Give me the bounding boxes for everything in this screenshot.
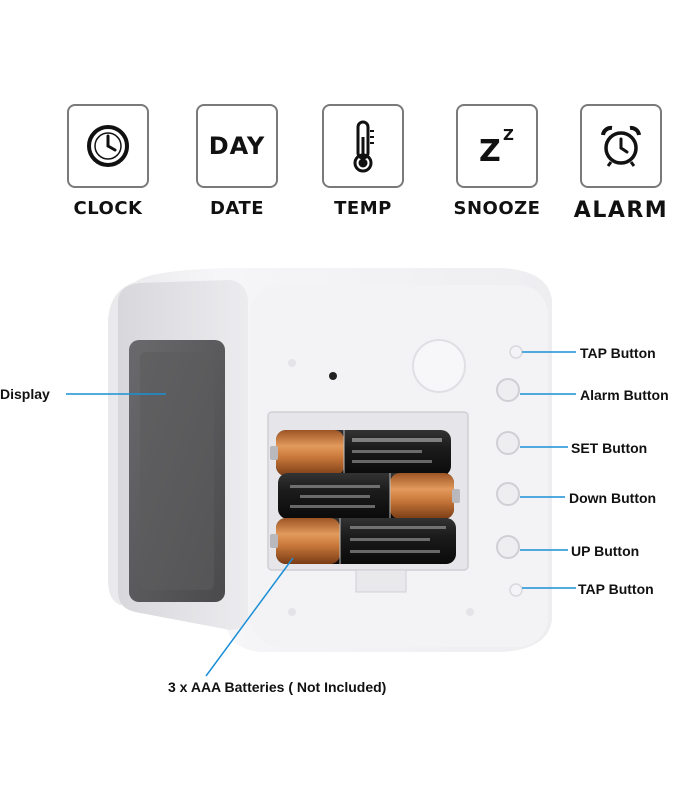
date-label: DATE [209,198,265,219]
tap-button-top-dot [509,345,523,359]
alarm-feature-box [580,104,662,188]
alarm-label: ALARM [573,198,669,223]
snooze-z-large: Z [479,134,501,169]
clock-icon [87,125,129,167]
tap-button-top-label: TAP Button [580,345,656,361]
snooze-icon: Z Z [477,126,517,169]
alarm-button-label: Alarm Button [580,387,669,403]
batteries-callout-label: 3 x AAA Batteries ( Not Included) [168,679,387,695]
battery-middle [278,473,460,519]
battery-bottom [270,518,456,564]
set-button-label: SET Button [571,440,648,456]
speaker-button [412,339,466,393]
set-button-knob [496,431,520,455]
day-text-icon: DAY [208,132,266,160]
clock-feature-box [67,104,149,188]
alarm-clock-icon [601,125,641,167]
battery-callout-line [205,557,294,677]
down-button-knob [496,482,520,506]
tap-button-bottom-dot [509,583,523,597]
alarm-button-knob [496,378,520,402]
thermometer-icon [353,120,374,173]
tap-button-bottom-label: TAP Button [578,581,654,597]
snooze-z-small: Z [503,126,514,144]
display-callout-label: Display [0,386,50,402]
snooze-feature-box: Z Z [456,104,538,188]
sensor-hole [329,372,337,380]
snooze-label: SNOOZE [453,198,541,219]
up-button-knob [496,535,520,559]
down-button-label: Down Button [569,490,657,506]
up-button-label: UP Button [571,543,640,559]
temp-label: TEMP [334,198,392,219]
battery-top [270,430,451,476]
date-feature-box: DAY [196,104,278,188]
temp-feature-box [322,104,404,188]
clock-label: CLOCK [73,198,143,219]
